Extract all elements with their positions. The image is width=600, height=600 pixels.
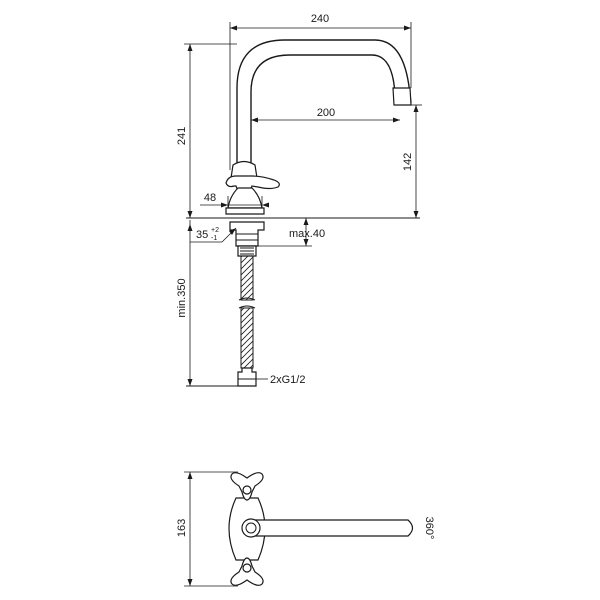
spout-inner-contour xyxy=(250,54,397,168)
label-reach: 200 xyxy=(317,107,335,119)
spout-outer-contour xyxy=(236,39,412,168)
label-deck-thickness: max.40 xyxy=(289,228,325,240)
hose-connector xyxy=(237,367,257,387)
dimension-labels: 240 200 241 142 48 35 +2 -1 max.40 min.3… xyxy=(176,13,414,386)
hose-break-mark xyxy=(238,297,256,309)
braided-hose-lower xyxy=(240,307,254,369)
spout-outlet xyxy=(392,87,412,106)
label-hose-length: min.350 xyxy=(176,278,188,317)
braided-hose-upper xyxy=(240,255,254,301)
label-spout-height: 142 xyxy=(402,153,414,171)
label-connection: 2xG1/2 xyxy=(270,374,305,386)
dimension-lines xyxy=(184,22,422,386)
plan-spout xyxy=(242,519,414,537)
body-flange xyxy=(225,207,265,215)
label-plan-depth: 163 xyxy=(176,519,188,537)
label-hole-diameter: 35 xyxy=(196,229,208,241)
label-swivel: 360° xyxy=(423,517,435,540)
label-hole-tol-plus: +2 xyxy=(211,227,219,234)
label-width-total: 240 xyxy=(311,13,329,25)
label-body-width: 48 xyxy=(204,192,216,204)
plan-spout-base xyxy=(241,518,261,538)
plan-view: 360° 163 xyxy=(176,471,435,587)
side-elevation-view xyxy=(186,39,420,387)
label-hole-tol-minus: -1 xyxy=(211,235,217,242)
label-height-total: 241 xyxy=(176,127,188,145)
